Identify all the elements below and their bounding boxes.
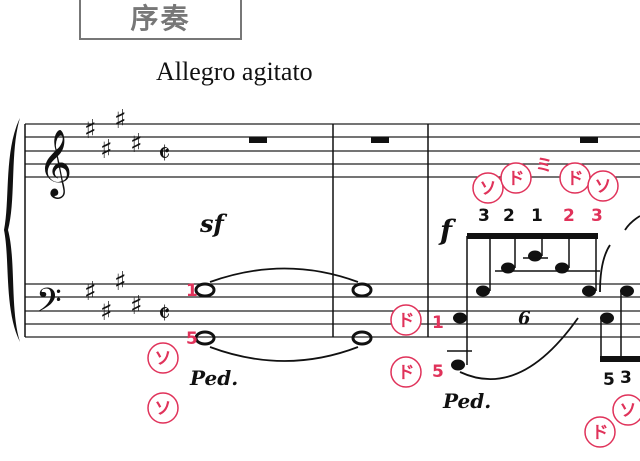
svg-text:♯: ♯	[114, 105, 127, 135]
ties	[209, 215, 640, 380]
svg-text:5: 5	[186, 329, 198, 349]
svg-text:1: 1	[531, 206, 543, 226]
svg-text:5: 5	[432, 362, 444, 382]
barlines	[24, 124, 429, 337]
svg-text:ド: ド	[398, 311, 415, 331]
dynamic-f: f	[438, 214, 457, 247]
svg-text:ソ: ソ	[480, 179, 497, 199]
stems-ledgers	[447, 236, 622, 365]
svg-text:ソ: ソ	[620, 401, 637, 421]
time-signature-bass: 𝄵	[158, 297, 171, 330]
key-signature: ♯♯♯♯ ♯♯♯♯	[84, 105, 143, 327]
svg-text:3: 3	[478, 206, 490, 226]
svg-text:♯: ♯	[84, 115, 97, 145]
svg-text:ソ: ソ	[595, 177, 612, 197]
svg-text:2: 2	[563, 206, 575, 226]
treble-clef-icon: 𝄞	[38, 128, 72, 199]
svg-text:ド: ド	[398, 363, 415, 383]
svg-text:ド: ド	[592, 423, 609, 443]
solfege-labels	[147, 162, 640, 448]
bass-clef-icon: 𝄢	[36, 282, 62, 328]
svg-text:1: 1	[186, 281, 198, 301]
svg-text:♯: ♯	[84, 277, 97, 307]
tempo-marking: Allegro agitato	[156, 57, 313, 86]
svg-text:5: 5	[603, 370, 615, 390]
whole-notes	[194, 282, 373, 346]
svg-text:♯: ♯	[100, 135, 113, 165]
whole-rests	[249, 137, 598, 143]
time-signature: 𝄵	[158, 137, 171, 170]
svg-text:ド: ド	[567, 169, 584, 189]
dynamic-sf: sf	[199, 209, 228, 238]
svg-text:1: 1	[432, 313, 444, 333]
svg-text:ソ: ソ	[155, 399, 172, 419]
pedal-mark: Ped.	[442, 389, 491, 413]
svg-text:♯: ♯	[114, 267, 127, 297]
svg-text:ソ: ソ	[155, 349, 172, 369]
svg-text:ミ: ミ	[536, 156, 553, 176]
svg-text:3: 3	[591, 206, 603, 226]
solfege-text: ソソ ドド ソド ミド ソド ソ	[155, 156, 637, 443]
svg-text:2: 2	[503, 206, 515, 226]
tuplet-number: 6	[518, 308, 531, 329]
section-title: 序奏	[79, 0, 242, 40]
svg-text:3: 3	[620, 368, 632, 388]
svg-text:♯: ♯	[130, 129, 143, 159]
sextuplet-notes	[451, 233, 640, 371]
pedal-mark: Ped.	[189, 366, 238, 390]
brace	[4, 118, 20, 342]
svg-text:ド: ド	[508, 169, 525, 189]
svg-text:♯: ♯	[100, 297, 113, 327]
svg-text:♯: ♯	[130, 291, 143, 321]
